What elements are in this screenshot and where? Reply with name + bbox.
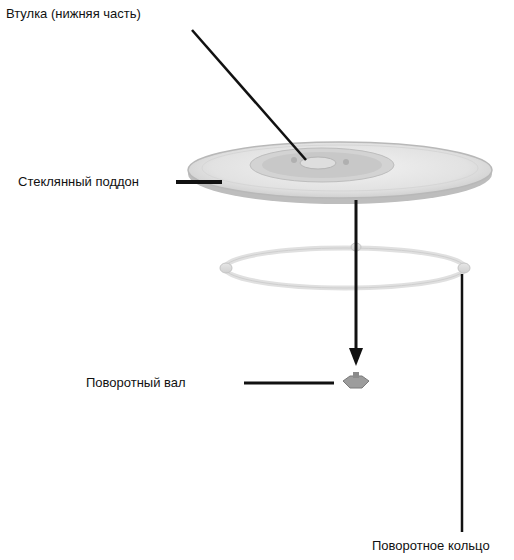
assembly-arrow bbox=[349, 200, 363, 366]
leader-lines bbox=[176, 30, 462, 532]
part-label: Втулка (нижняя часть) bbox=[6, 6, 141, 22]
part-label: Поворотное кольцо bbox=[372, 538, 490, 554]
glass-tray bbox=[188, 142, 492, 204]
roller-ring bbox=[220, 243, 470, 288]
turntable-shaft bbox=[343, 372, 369, 388]
part-label: Стеклянный поддон bbox=[18, 174, 139, 190]
part-label: Поворотный вал bbox=[86, 375, 186, 391]
